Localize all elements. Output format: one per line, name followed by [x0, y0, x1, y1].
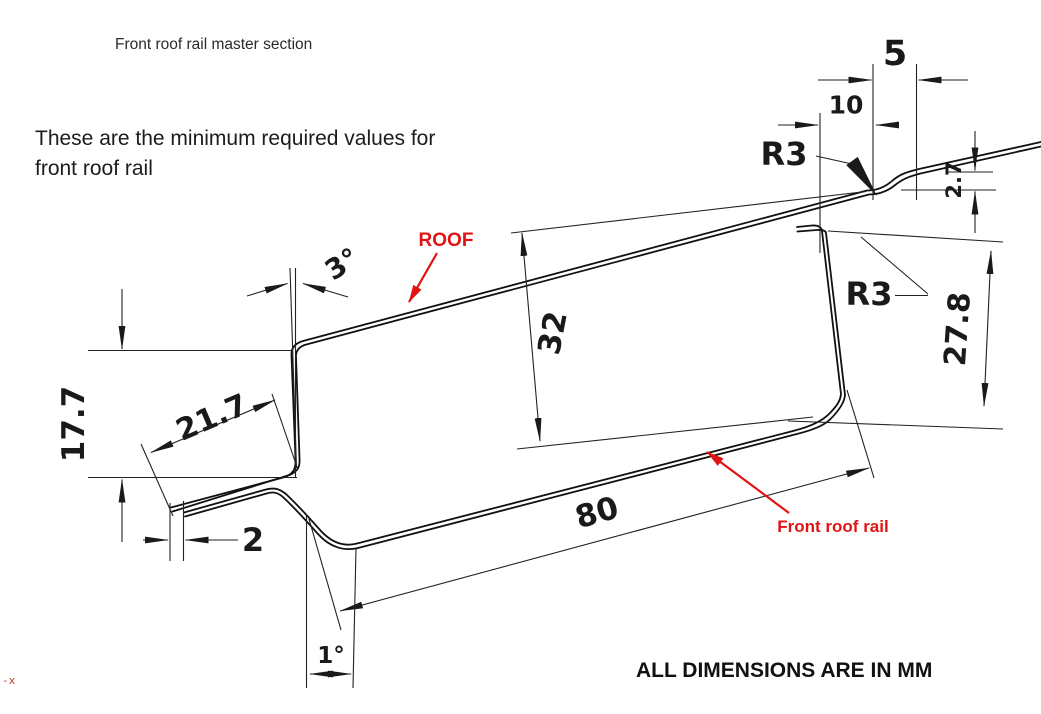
- dim-joint-step: 2.7: [942, 161, 966, 199]
- units-note: ALL DIMENSIONS ARE IN MM: [636, 659, 933, 682]
- dim-right-web-height: 27.8: [937, 290, 979, 368]
- dim-bottom-angle: 1°: [317, 643, 345, 669]
- dim-radius-top: R3: [760, 135, 808, 173]
- dim-flange-end-offset: 2: [241, 521, 265, 559]
- roof-sheet-outline: [171, 142, 1041, 512]
- axis-marker: -x: [2, 674, 16, 687]
- dimension-lines: [88, 64, 1003, 688]
- rail-sheet-outline: [184, 225, 845, 549]
- front-roof-rail-label: Front roof rail: [777, 517, 889, 536]
- red-annotation-arrows: [409, 253, 789, 513]
- dim-joint-overlap: 5: [882, 34, 908, 74]
- roof-label: ROOF: [418, 230, 474, 251]
- dim-joint-length: 10: [828, 90, 864, 120]
- dim-flange-height: 17.7: [56, 385, 92, 463]
- page-title: Front roof rail master section: [115, 36, 313, 53]
- r3-top-arrowhead: [846, 156, 877, 196]
- dim-radius-right: R3: [845, 275, 893, 313]
- subtitle-line-1: These are the minimum required values fo…: [35, 127, 436, 150]
- subtitle-line-2: front roof rail: [35, 157, 153, 180]
